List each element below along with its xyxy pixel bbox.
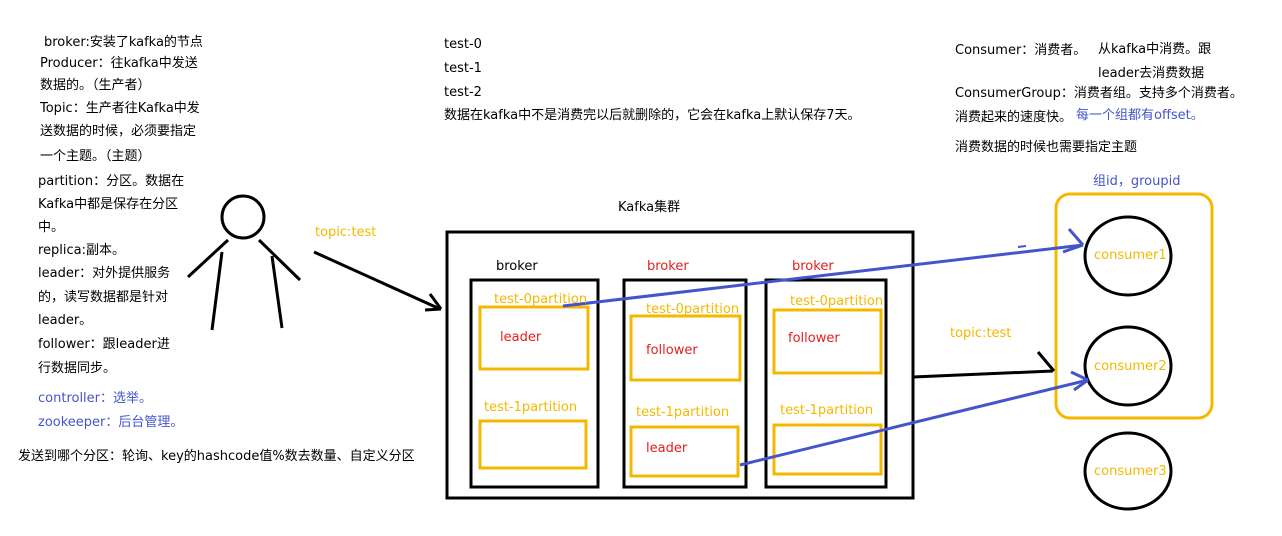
broker-box-1 — [469, 278, 600, 489]
note-partition-2: Kafka中都是保存在分区 — [38, 197, 179, 212]
partition-label-b3-p0: test-0partition — [790, 294, 884, 309]
partition-box-b3-p1 — [772, 423, 883, 476]
role-b3-p0: follower — [788, 331, 840, 346]
consumer1-label: consumer1 — [1094, 248, 1167, 263]
partition-label-b1-p1: test-1partition — [484, 400, 578, 415]
note-group-3: 每一个组都有offset。 — [1076, 108, 1204, 123]
consumer1-circle — [1083, 215, 1173, 297]
partition-label-b1-p0: test-0partition — [494, 292, 588, 307]
consumer2-circle — [1083, 325, 1173, 407]
note-topic-1: Topic：生产者往Kafka中发 — [40, 101, 200, 116]
broker-label-1: broker — [496, 259, 538, 274]
kafka-cluster-box — [445, 230, 915, 500]
note-topic-2: 送数据的时候，必须要指定 — [40, 124, 197, 139]
partition-box-b1-p0 — [478, 305, 590, 371]
note-producer-1: Producer：往kafka中发送 — [40, 56, 198, 71]
broker-label-2: broker — [647, 259, 689, 274]
broker-box-2 — [622, 278, 748, 489]
cluster-title: Kafka集群 — [618, 200, 681, 215]
consume-arrow-1 — [562, 228, 1085, 308]
note-follower-2: 行数据同步。 — [38, 361, 117, 376]
note-zookeeper: zookeeper：后台管理。 — [38, 415, 184, 430]
group-id-label: 组id，groupid — [1093, 174, 1181, 189]
note-follower-1: follower：跟leader进 — [38, 337, 170, 352]
partition-label-b2-p1: test-1partition — [636, 405, 730, 420]
consumer-group-box — [1054, 192, 1214, 420]
note-broker: broker:安装了kafka的节点 — [44, 35, 203, 50]
note-group-1: ConsumerGroup：消费者组。支持多个消费者。 — [955, 86, 1243, 101]
topic-test-0: test-0 — [444, 37, 482, 52]
note-leader-1: leader：对外提供服务 — [38, 266, 171, 281]
partition-label-b3-p1: test-1partition — [780, 403, 874, 418]
note-consumer-2: 从kafka中消费。跟 — [1098, 42, 1212, 57]
producer-arrow — [313, 250, 443, 312]
note-topic-3: 一个主题。（主题） — [40, 149, 151, 164]
partition-box-b2-p1 — [629, 425, 740, 478]
note-partition-strategy: 发送到哪个分区：轮询、key的hashcode值%数去数量、自定义分区 — [18, 449, 415, 464]
note-consumer-3: leader去消费数据 — [1098, 66, 1205, 81]
note-producer-2: 数据的。（生产者） — [40, 78, 151, 93]
consumer2-label: consumer2 — [1094, 359, 1167, 374]
note-topic-need: 消费数据的时候也需要指定主题 — [955, 140, 1138, 155]
note-replica: replica:副本。 — [38, 243, 126, 258]
note-group-2: 消费起来的速度快。 — [955, 110, 1073, 125]
note-partition-1: partition：分区。数据在 — [38, 174, 185, 189]
role-b2-p0: follower — [646, 343, 698, 358]
consume-arrow-2 — [739, 370, 1089, 467]
role-b1-p0: leader — [500, 330, 542, 345]
consumer3-circle — [1083, 431, 1173, 511]
consumer3-label: consumer3 — [1094, 464, 1167, 479]
partition-box-b3-p0 — [772, 308, 883, 375]
partition-box-b1-p1 — [478, 419, 588, 470]
note-leader-2: 的，读写数据都是针对 — [38, 290, 169, 305]
partition-label-b2-p0: test-0partition — [646, 302, 740, 317]
topic-test-1: test-1 — [444, 61, 482, 76]
small-dash — [1017, 245, 1027, 248]
note-consumer-1: Consumer：消费者。 — [955, 43, 1087, 58]
note-controller: controller：选举。 — [38, 391, 153, 406]
role-b2-p1: leader — [646, 441, 688, 456]
note-leader-3: leader。 — [38, 313, 93, 328]
consumer-topic-arrow — [912, 351, 1056, 379]
producer-topic-label: topic:test — [315, 225, 377, 240]
producer-figure — [186, 194, 302, 331]
retention-note: 数据在kafka中不是消费完以后就删除的，它会在kafka上默认保存7天。 — [444, 108, 861, 123]
consumer-topic-label: topic:test — [950, 326, 1012, 341]
partition-box-b2-p0 — [629, 314, 742, 382]
broker-box-3 — [764, 278, 888, 489]
broker-label-3: broker — [792, 259, 834, 274]
note-partition-3: 中。 — [38, 220, 65, 235]
topic-test-2: test-2 — [444, 85, 482, 100]
